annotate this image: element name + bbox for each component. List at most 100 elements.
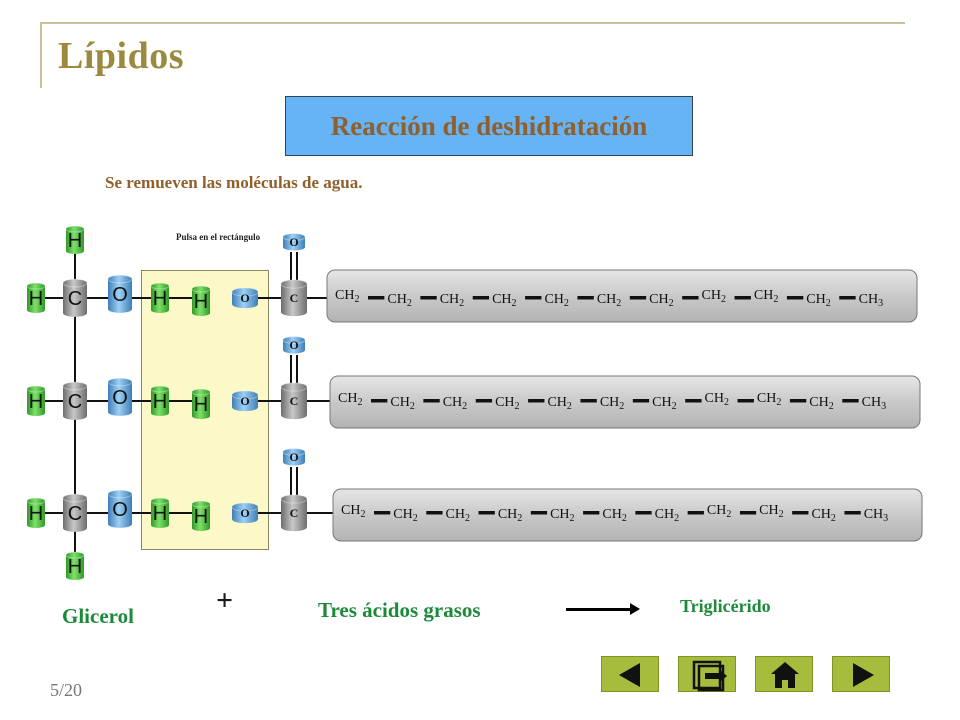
chain-group: CH2: [547, 395, 571, 412]
glycerol-bottom-hydrogen: H: [65, 551, 85, 580]
acid-oxygen-3: O: [231, 502, 259, 524]
chain-bond: [371, 399, 388, 403]
glycerol-top-hydrogen: H: [65, 225, 85, 254]
fatty-acids-label: Tres ácidos grasos: [318, 598, 481, 622]
acid-oxygen-2-label: O: [240, 394, 249, 408]
glycerol-bottom-hydrogen-label: H: [68, 556, 82, 578]
chain-group: CH2: [754, 288, 778, 305]
glycerol-oxygen-2: O: [107, 377, 133, 416]
glycerol-left-hydrogen-3: H: [26, 497, 46, 528]
glycerol-left-hydrogen-3-label: H: [29, 503, 43, 525]
glycerol-carbon-2-label: C: [68, 391, 82, 413]
chain-bond: [632, 399, 650, 403]
chain-group: CH2: [806, 292, 830, 309]
click-hint: Pulsa en el rectángulo: [176, 232, 261, 242]
reaction-banner: Reacción de deshidratación: [285, 96, 693, 156]
chain-bond: [525, 296, 542, 300]
chain-group: CH2: [600, 395, 624, 412]
glycerol-carbon-2: C: [62, 381, 88, 420]
chain-group: CH2: [550, 507, 574, 524]
glycerol-hydroxyl-hydrogen-1: H: [150, 282, 170, 313]
glycerol-carbon-3: C: [62, 493, 88, 532]
prev-button[interactable]: [601, 656, 659, 692]
chain-group: CH2: [335, 288, 359, 305]
glycerol-carbon-3-label: C: [68, 503, 82, 525]
chain-group: CH2: [387, 292, 411, 309]
chain-group: CH2: [498, 507, 522, 524]
chain-bond: [687, 511, 704, 515]
chain-bond: [786, 296, 804, 300]
acid-carbon-2-label: C: [290, 394, 299, 408]
acid-carbon-1: C: [280, 279, 308, 317]
glycerol-left-hydrogen-2-label: H: [29, 391, 43, 413]
chain-bond: [635, 511, 652, 515]
glycerol-carbon-1: C: [62, 278, 88, 317]
glycerol-left-hydrogen-2: H: [26, 385, 46, 416]
water-removal-note: Se remueven las moléculas de agua.: [105, 173, 363, 192]
acid-oxygen-1: O: [231, 287, 259, 309]
chain-bond: [842, 399, 859, 403]
glicerol-label: Glicerol: [62, 604, 134, 628]
chain-bond: [629, 296, 647, 300]
chain-group: CH2: [492, 292, 516, 309]
chain-group: CH2: [702, 288, 726, 305]
chain-bond: [577, 296, 594, 300]
chain-group: CH3: [862, 395, 886, 412]
frame-left-line: [40, 22, 42, 88]
fatty-acid-chain-3: [332, 488, 923, 542]
glycerol-oxygen-3: O: [107, 489, 133, 528]
fatty-acid-chain-1: [326, 269, 918, 323]
glycerol-oxygen-1-label: O: [112, 284, 128, 306]
chain-bond: [737, 399, 754, 403]
reaction-arrow-head: [630, 603, 640, 615]
chain-bond: [368, 296, 385, 300]
acid-oxygen-3-label: O: [240, 506, 249, 520]
glycerol-hydroxyl-hydrogen-3-label: H: [153, 503, 167, 525]
chain-group: CH2: [759, 503, 783, 520]
chain-group: CH2: [811, 507, 835, 524]
chain-bond: [423, 399, 440, 403]
chain-group: CH2: [597, 292, 621, 309]
chain-group: CH2: [390, 395, 414, 412]
index-icon: [692, 660, 727, 692]
chain-group: CH2: [652, 395, 676, 412]
chain-group: CH2: [649, 292, 673, 309]
triangle-right-icon: [853, 663, 874, 687]
home-button[interactable]: [755, 656, 813, 692]
acid-carbon-3: C: [280, 494, 308, 532]
chain-group: CH2: [341, 503, 365, 520]
acid-hydroxyl-hydrogen-1-label: H: [194, 291, 208, 313]
chain-group: CH3: [864, 507, 888, 524]
acid-hydroxyl-hydrogen-3: H: [191, 500, 211, 531]
next-button[interactable]: [832, 656, 890, 692]
triangle-left-icon: [619, 663, 640, 687]
glycerol-top-hydrogen-label: H: [68, 230, 82, 252]
chain-bond: [426, 511, 443, 515]
chain-bond: [530, 511, 548, 515]
glycerol-hydroxyl-hydrogen-2: H: [150, 385, 170, 416]
page-title: Lípidos: [58, 35, 185, 77]
glycerol-hydroxyl-hydrogen-2-label: H: [153, 391, 167, 413]
chain-group: CH2: [809, 395, 833, 412]
chain-group: CH2: [495, 395, 519, 412]
acid-oxygen-2: O: [231, 390, 259, 412]
index-button[interactable]: [678, 656, 736, 692]
chain-bond: [420, 296, 437, 300]
home-icon: [771, 662, 799, 688]
plus-sign: +: [216, 584, 234, 617]
carbonyl-oxygen-1: O: [282, 232, 306, 251]
chain-group: CH2: [707, 503, 731, 520]
chain-group: CH2: [602, 507, 626, 524]
carbonyl-oxygen-1-label: O: [289, 235, 298, 249]
chain-bond: [478, 511, 495, 515]
carbonyl-oxygen-3-label: O: [289, 450, 298, 464]
acid-hydroxyl-hydrogen-2-label: H: [194, 394, 208, 416]
chain-bond: [682, 296, 699, 300]
frame-top-line: [40, 22, 905, 24]
chain-bond: [839, 296, 856, 300]
carbonyl-oxygen-3: O: [282, 447, 306, 466]
glycerol-oxygen-2-label: O: [112, 387, 128, 409]
chain-group: CH2: [446, 507, 470, 524]
